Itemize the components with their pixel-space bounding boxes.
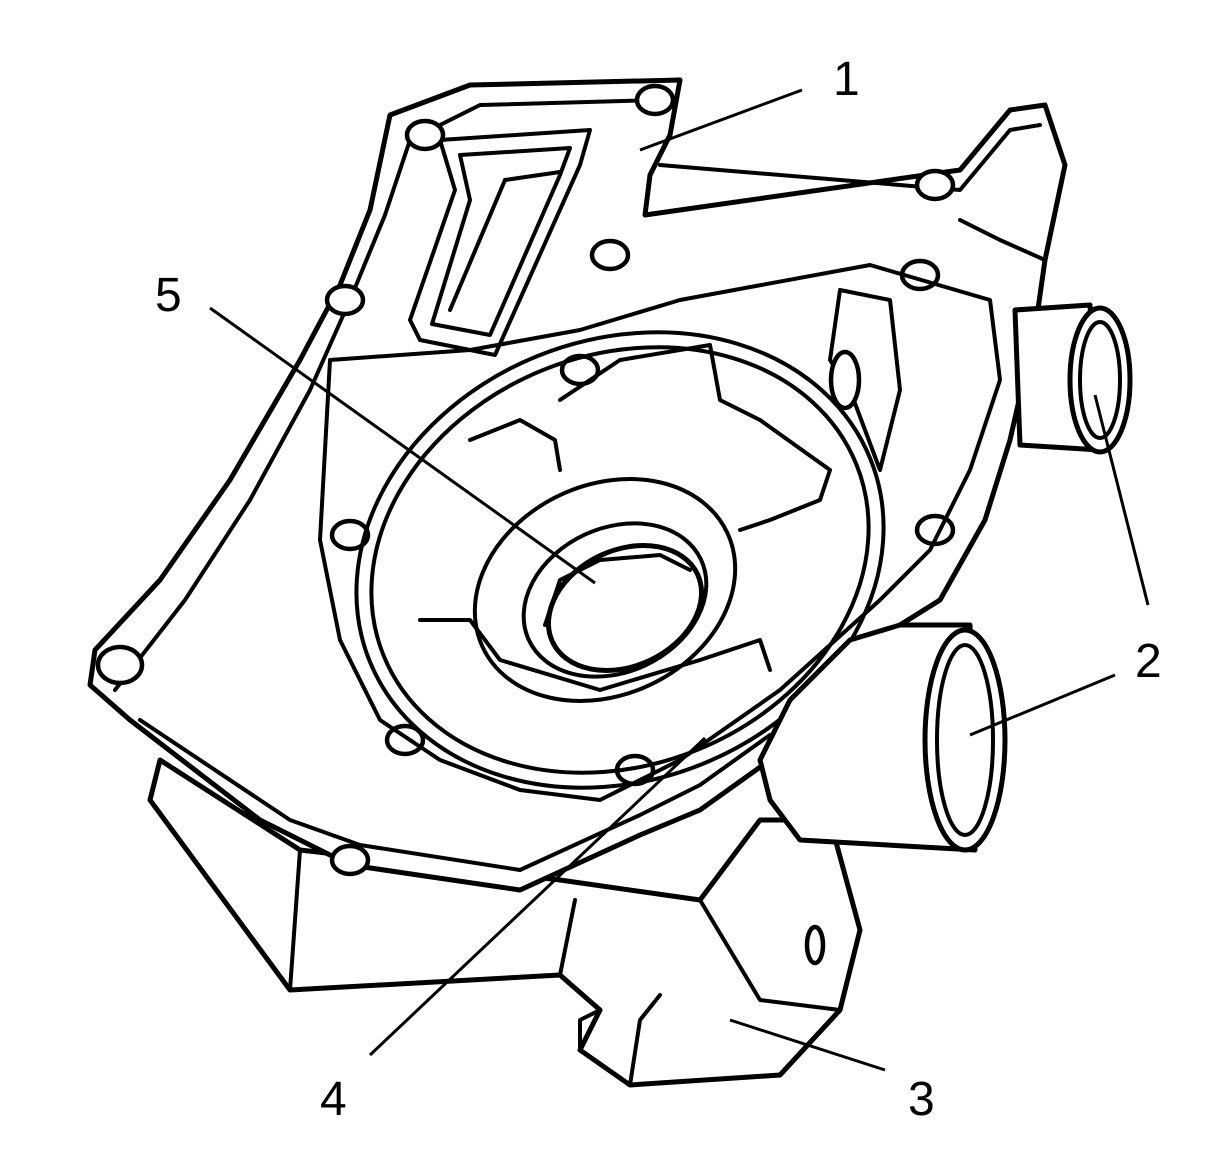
lower-pipe xyxy=(757,622,1008,853)
top-opening xyxy=(408,128,592,357)
leader-5 xyxy=(209,306,596,585)
callout-2: 2 xyxy=(1135,635,1162,688)
lower-housing xyxy=(147,757,863,1088)
pump-chamber xyxy=(354,288,902,790)
callout-1: 1 xyxy=(833,53,860,106)
leader-3 xyxy=(729,1018,886,1072)
callout-5: 5 xyxy=(155,269,182,322)
callout-labels: 1 2 3 4 5 xyxy=(155,53,1162,1126)
leader-2b xyxy=(969,673,1116,737)
leader-2a xyxy=(1093,394,1150,606)
leader-4 xyxy=(368,736,707,1057)
callout-4: 4 xyxy=(320,1073,347,1126)
leader-1 xyxy=(639,88,803,152)
bolt-hole xyxy=(804,924,826,966)
leader-lines xyxy=(209,88,1150,1072)
callout-3: 3 xyxy=(908,1073,935,1126)
upper-pipe xyxy=(1012,302,1133,455)
